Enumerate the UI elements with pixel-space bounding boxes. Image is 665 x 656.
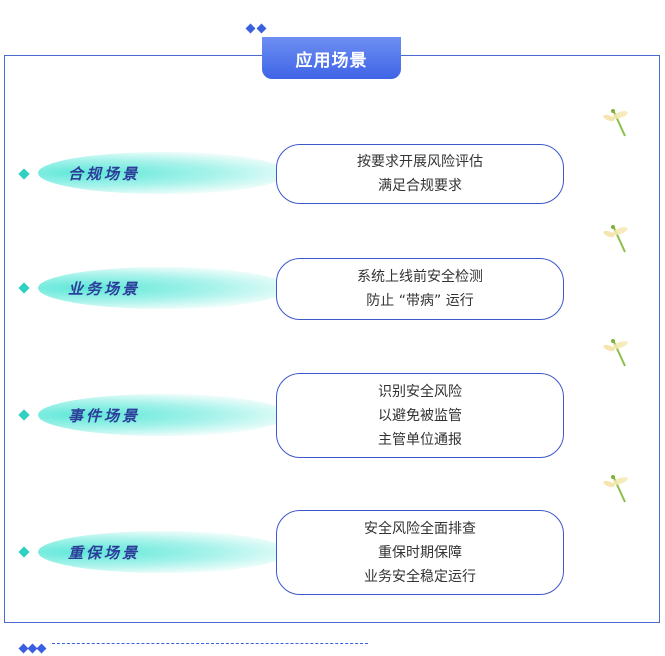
diamond-icon	[245, 23, 256, 34]
description-line: 按要求开展风险评估	[357, 154, 483, 170]
scenario-pill	[38, 267, 288, 309]
scenario-label: 事件场景	[68, 407, 141, 425]
description-line: 防止 “带病” 运行	[366, 293, 474, 309]
description-line: 满足合规要求	[378, 178, 462, 194]
description-line: 重保时期保障	[378, 544, 462, 561]
scenario-description: 按要求开展风险评估 满足合规要求	[276, 144, 564, 204]
scenario-description: 安全风险全面排查 重保时期保障 业务安全稳定运行	[276, 510, 564, 595]
section-title: 应用场景	[262, 37, 401, 79]
scenario-label: 业务场景	[68, 280, 141, 298]
scenario-pill	[38, 152, 288, 194]
description-line: 业务安全稳定运行	[364, 568, 476, 585]
description-line: 以避免被监管	[378, 407, 462, 424]
description-line: 安全风险全面排查	[364, 520, 476, 537]
dragonfly-icon	[603, 475, 628, 503]
description-line: 主管单位通报	[378, 431, 462, 448]
dragonfly-icon	[603, 339, 628, 367]
top-decoration	[245, 17, 269, 36]
dragonfly-icon	[603, 109, 628, 137]
scenario-label: 重保场景	[68, 544, 141, 562]
diamond-icon	[36, 643, 47, 654]
scenario-label: 合规场景	[68, 165, 141, 183]
dragonfly-icon	[603, 225, 628, 253]
scenario-description: 识别安全风险 以避免被监管 主管单位通报	[276, 373, 564, 458]
scenario-pill	[38, 531, 288, 573]
scenario-description: 系统上线前安全检测 防止 “带病” 运行	[276, 258, 564, 320]
description-line: 识别安全风险	[378, 383, 462, 400]
description-line: 系统上线前安全检测	[357, 269, 483, 285]
bottom-decoration	[18, 637, 47, 656]
diamond-icon	[256, 23, 267, 34]
dashed-divider	[52, 643, 368, 644]
scenario-pill	[38, 394, 288, 436]
